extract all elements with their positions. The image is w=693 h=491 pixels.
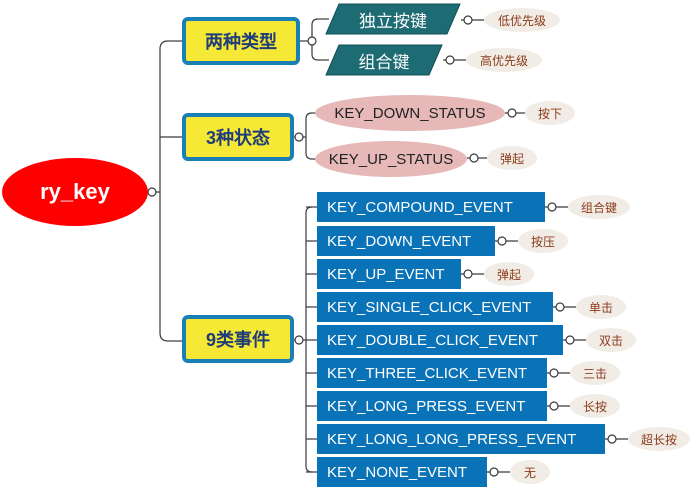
connector-knob: [294, 335, 304, 345]
event-node[interactable]: KEY_THREE_CLICK_EVENT: [317, 358, 547, 388]
event-node[interactable]: KEY_DOWN_EVENT: [317, 226, 495, 256]
event-note: 三击: [570, 361, 620, 385]
event-note: 超长按: [628, 427, 690, 451]
event-node[interactable]: KEY_NONE_EVENT: [317, 457, 487, 487]
category-events[interactable]: 9类事件: [182, 315, 294, 363]
connector-knob: [489, 467, 499, 477]
connector-knob: [307, 36, 317, 46]
connector-knob: [547, 202, 557, 212]
parallelogram-shape: [325, 44, 443, 76]
connector-knob: [469, 153, 479, 163]
type-label: 组合键: [358, 52, 410, 72]
event-node[interactable]: KEY_DOUBLE_CLICK_EVENT: [317, 325, 563, 355]
type-note: 高优先级: [466, 48, 542, 72]
connector-knob: [463, 269, 473, 279]
connector-knob: [607, 434, 617, 444]
event-note: 长按: [570, 394, 620, 418]
category-states[interactable]: 3种状态: [182, 113, 294, 161]
type-node[interactable]: 组合键: [325, 44, 443, 76]
connector-knob: [445, 55, 455, 65]
status-node[interactable]: KEY_UP_STATUS: [315, 141, 467, 177]
event-note: 按压: [518, 229, 568, 253]
status-note: 弹起: [487, 146, 537, 170]
root-node[interactable]: ry_key: [2, 158, 148, 226]
connector-knob: [555, 302, 565, 312]
parallelogram-shape: [325, 3, 461, 35]
type-node[interactable]: 独立按键: [325, 3, 461, 35]
status-note: 按下: [525, 101, 575, 125]
event-note: 无: [510, 460, 550, 484]
connector-knob: [507, 108, 517, 118]
status-node[interactable]: KEY_DOWN_STATUS: [315, 95, 505, 131]
connector-knob: [294, 132, 304, 142]
connector-knob: [565, 335, 575, 345]
event-node[interactable]: KEY_LONG_PRESS_EVENT: [317, 391, 547, 421]
connector-knob: [463, 15, 473, 25]
connector-line: [159, 40, 169, 342]
connector-knob: [497, 236, 507, 246]
connector-knob: [549, 401, 559, 411]
event-note: 弹起: [484, 262, 534, 286]
event-note: 单击: [576, 295, 626, 319]
event-node[interactable]: KEY_SINGLE_CLICK_EVENT: [317, 292, 553, 322]
event-node[interactable]: KEY_UP_EVENT: [317, 259, 461, 289]
event-node[interactable]: KEY_COMPOUND_EVENT: [317, 192, 545, 222]
category-types[interactable]: 两种类型: [182, 17, 300, 65]
type-note: 低优先级: [484, 8, 560, 32]
connector-line: [305, 112, 313, 160]
connector-knob: [147, 187, 157, 197]
event-note: 组合键: [568, 195, 630, 219]
type-label: 独立按键: [359, 11, 427, 31]
connector-knob: [549, 368, 559, 378]
event-node[interactable]: KEY_LONG_LONG_PRESS_EVENT: [317, 424, 605, 454]
event-note: 双击: [586, 328, 636, 352]
